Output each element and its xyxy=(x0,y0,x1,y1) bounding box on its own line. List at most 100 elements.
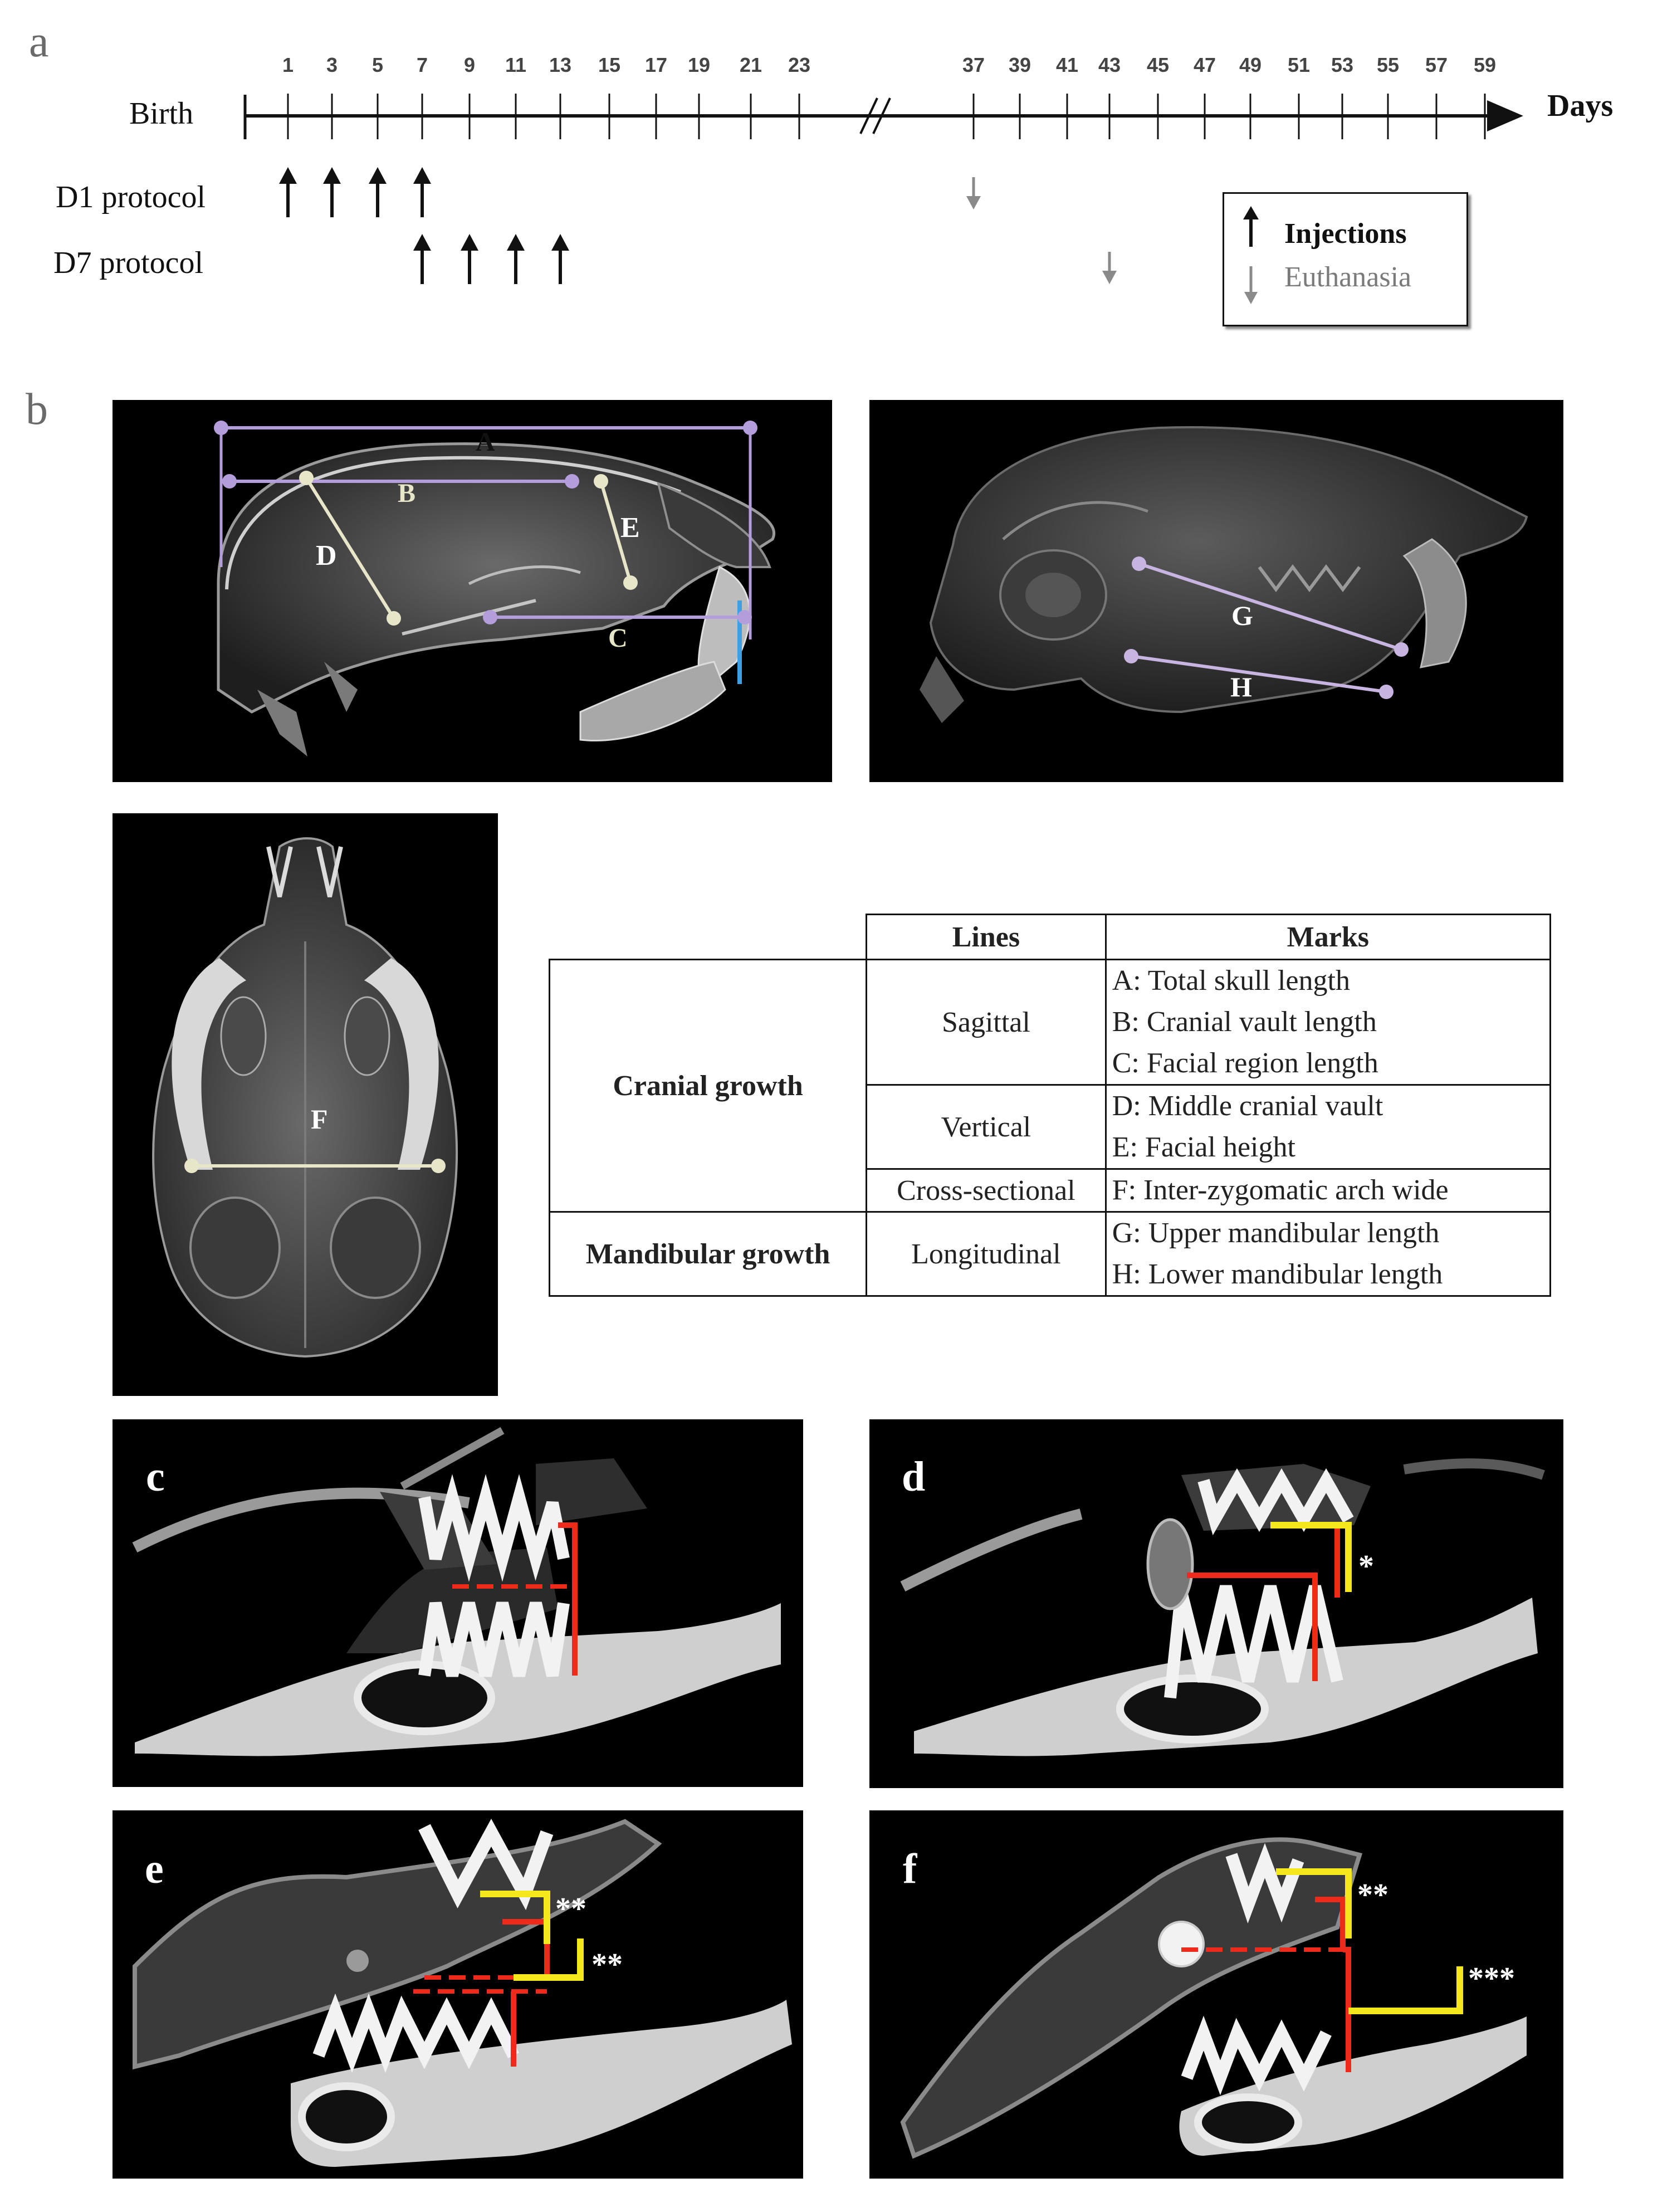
label-C: C xyxy=(608,623,628,653)
line-B-start xyxy=(222,474,237,489)
days-label: Days xyxy=(1547,89,1614,123)
axial-skull-drawing xyxy=(152,837,458,1358)
tick-label-21: 21 xyxy=(739,53,762,76)
line-F-end xyxy=(431,1159,446,1173)
label-E: E xyxy=(620,512,640,544)
tick-label-55: 55 xyxy=(1376,53,1400,76)
injection-arrow-icon xyxy=(413,167,431,184)
panel-label-d: d xyxy=(902,1453,926,1500)
red-lower-height xyxy=(1343,1947,1351,2072)
dental-panel-c: c xyxy=(113,1419,803,1787)
dental-panel-d: d * xyxy=(869,1419,1563,1788)
table-line-type: Vertical xyxy=(866,1084,1107,1170)
timeline-legend: Injections Euthanasia xyxy=(1223,192,1468,326)
tick-label-47: 47 xyxy=(1193,53,1216,76)
tick-label-37: 37 xyxy=(962,53,985,76)
axial-skull-image: F xyxy=(113,813,498,1396)
line-E-end xyxy=(623,575,638,590)
dental-drawing-e xyxy=(133,1818,792,2167)
significance-f-upper: ** xyxy=(1357,1878,1388,1912)
panel-label-e: e xyxy=(145,1845,164,1892)
panel-label-a: a xyxy=(29,17,49,66)
yellow-bracket-upper xyxy=(480,1891,550,1944)
dental-drawing-c xyxy=(132,1427,781,1756)
line-B-end xyxy=(565,474,579,489)
lateral-skull-drawing xyxy=(920,426,1528,723)
injection-arrow-icon xyxy=(507,234,525,251)
table-mark-item: F: Inter-zygomatic arch wide xyxy=(1112,1174,1449,1206)
table-header-lines: Lines xyxy=(866,914,1107,960)
euthanasia-arrow-icon xyxy=(966,196,981,209)
tick-label-5: 5 xyxy=(371,53,384,76)
panel-label-c: c xyxy=(146,1453,165,1500)
line-F-start xyxy=(184,1159,199,1173)
table-marks: F: Inter-zygomatic arch wide xyxy=(1104,1168,1552,1213)
line-H xyxy=(1130,655,1388,694)
significance-e-upper: ** xyxy=(555,1892,586,1926)
tick-label-17: 17 xyxy=(644,53,668,76)
injection-arrow-icon xyxy=(279,167,297,184)
line-C-start xyxy=(483,610,497,624)
legend-injections: Injections xyxy=(1284,218,1407,250)
sagittal-skull-image: A B C D E xyxy=(113,400,832,782)
line-H-end xyxy=(1379,685,1394,699)
table-mark-item: C: Facial region length xyxy=(1112,1047,1378,1079)
line-G-start xyxy=(1132,556,1146,571)
injection-arrow-icon xyxy=(413,234,431,251)
dental-drawing-d xyxy=(900,1458,1545,1756)
yellow-offset-bracket xyxy=(1270,1522,1352,1592)
timeline-arrowhead xyxy=(1487,100,1523,131)
table-line-type: Sagittal xyxy=(866,959,1107,1086)
red-upper-height xyxy=(1315,1897,1346,1950)
d7-protocol-label: D7 protocol xyxy=(53,246,204,280)
significance-e-lower: ** xyxy=(591,1947,623,1982)
tick-label-11: 11 xyxy=(505,53,527,76)
line-D-end xyxy=(387,611,401,626)
label-A: A xyxy=(476,427,495,457)
line-E xyxy=(599,480,632,584)
line-D-start xyxy=(299,471,314,485)
line-H-start xyxy=(1124,649,1138,663)
yellow-bracket-lower xyxy=(1348,1966,1463,2014)
line-G-end xyxy=(1394,642,1409,657)
table-mark-item: D: Middle cranial vault xyxy=(1112,1090,1383,1122)
lateral-skull-image: G H xyxy=(869,400,1563,782)
label-B: B xyxy=(398,478,416,508)
panel-label-f: f xyxy=(903,1845,917,1892)
line-E-start xyxy=(594,474,608,489)
tick-label-51: 51 xyxy=(1287,53,1311,76)
tick-label-39: 39 xyxy=(1008,53,1031,76)
line-D xyxy=(305,476,395,620)
tick-label-53: 53 xyxy=(1331,53,1354,76)
dental-drawing-f xyxy=(900,1837,1527,2159)
table-marks: D: Middle cranial vault E: Facial height xyxy=(1104,1084,1552,1170)
injection-arrow-icon xyxy=(1243,206,1259,219)
tick-label-15: 15 xyxy=(598,53,621,76)
tick-label-9: 9 xyxy=(463,53,476,76)
injection-arrow-icon xyxy=(323,167,341,184)
label-H: H xyxy=(1230,671,1252,702)
tick-label-23: 23 xyxy=(788,53,811,76)
tick-label-57: 57 xyxy=(1425,53,1448,76)
tick-label-19: 19 xyxy=(687,53,711,76)
tick-label-3: 3 xyxy=(326,53,338,76)
significance-d: * xyxy=(1358,1549,1374,1584)
label-D: D xyxy=(316,540,337,572)
table-mark-item: E: Facial height xyxy=(1112,1131,1295,1163)
table-mark-item: A: Total skull length xyxy=(1112,965,1350,997)
panel-label-b: b xyxy=(26,385,48,434)
line-C-end xyxy=(737,610,752,624)
birth-label: Birth xyxy=(129,96,194,131)
red-upper-height xyxy=(558,1522,578,1586)
tick-label-59: 59 xyxy=(1473,53,1497,76)
injection-arrow-icon xyxy=(551,234,569,251)
euthanasia-arrow-icon xyxy=(1244,292,1258,304)
label-F: F xyxy=(311,1103,328,1135)
tick-label-43: 43 xyxy=(1098,53,1121,76)
tick-label-7: 7 xyxy=(416,53,428,76)
red-lower-height xyxy=(1187,1573,1318,1681)
legend-euthanasia: Euthanasia xyxy=(1284,261,1412,293)
